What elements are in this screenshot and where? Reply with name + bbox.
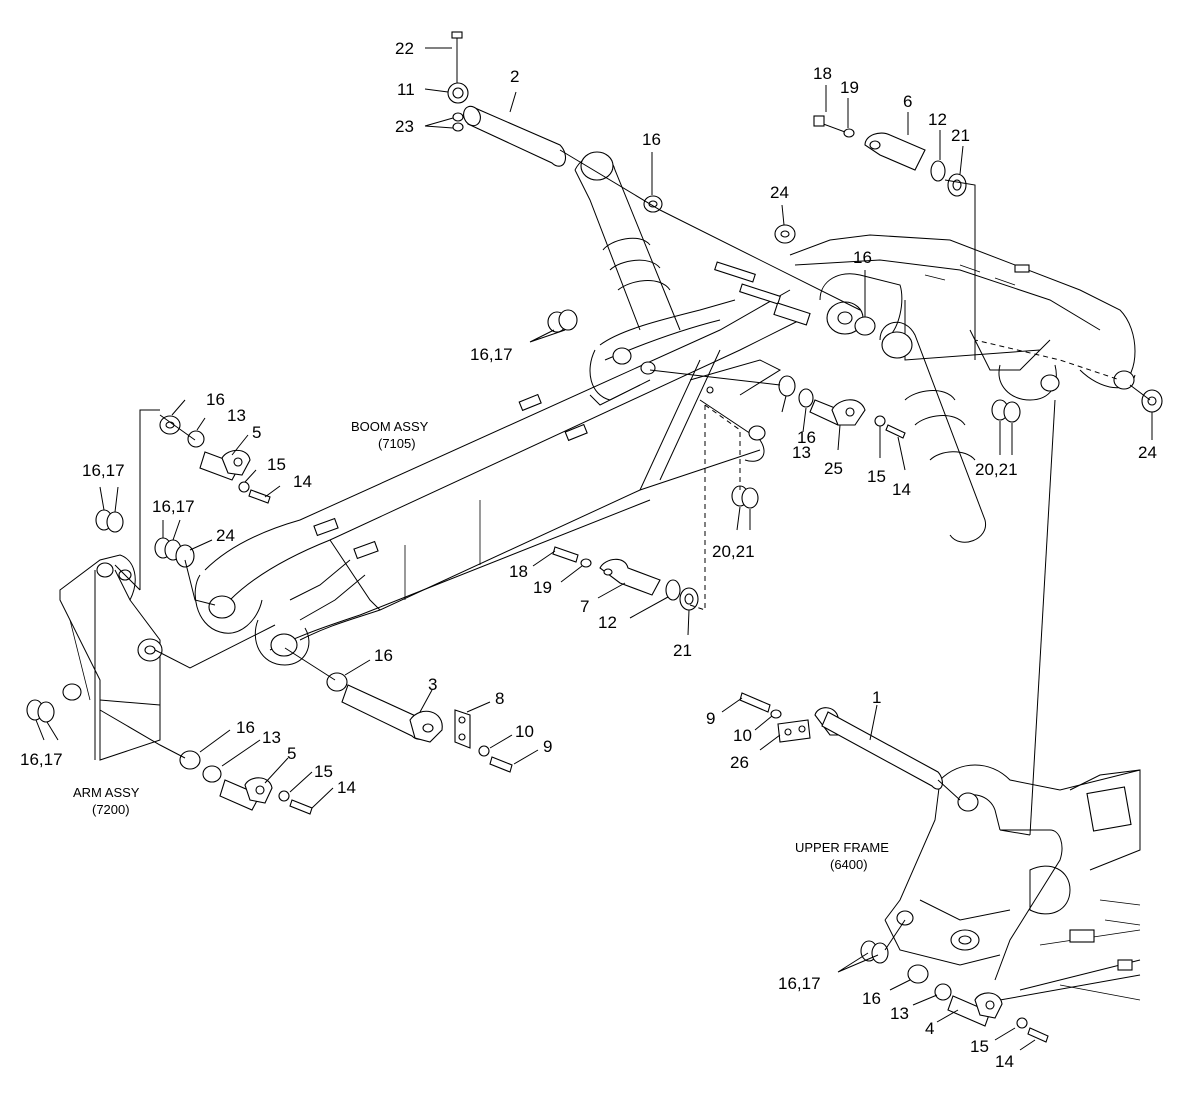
callout-16-17: 16,17 bbox=[20, 750, 63, 769]
leader-lines bbox=[35, 47, 1153, 1051]
callout-5: 5 bbox=[252, 423, 261, 442]
axis-lines bbox=[99, 149, 1151, 951]
callout-12: 12 bbox=[598, 613, 617, 632]
callout-13: 13 bbox=[890, 1004, 909, 1023]
callout-9: 9 bbox=[706, 709, 715, 728]
arm-assy-label: ARM ASSY bbox=[73, 785, 140, 800]
callout-15: 15 bbox=[267, 455, 286, 474]
callout-16: 16 bbox=[206, 390, 225, 409]
boom-assy-label: BOOM ASSY bbox=[351, 419, 429, 434]
callout-24: 24 bbox=[216, 526, 235, 545]
boom-assy-code: (7105) bbox=[378, 436, 416, 451]
callout-15: 15 bbox=[867, 467, 886, 486]
callout-14: 14 bbox=[995, 1052, 1014, 1071]
callout-6: 6 bbox=[903, 92, 912, 111]
callout-5: 5 bbox=[287, 744, 296, 763]
callouts: 22 11 23 2 16 18 19 6 12 21 24 16 16,17 … bbox=[20, 39, 1157, 1071]
callout-7: 7 bbox=[580, 597, 589, 616]
callout-13: 13 bbox=[792, 443, 811, 462]
callout-9: 9 bbox=[543, 737, 552, 756]
callout-14: 14 bbox=[892, 480, 911, 499]
callout-16-17: 16,17 bbox=[82, 461, 125, 480]
callout-8: 8 bbox=[495, 689, 504, 708]
callout-21: 21 bbox=[951, 126, 970, 145]
callout-16-17: 16,17 bbox=[470, 345, 513, 364]
assembly-titles: BOOM ASSY (7105) ARM ASSY (7200) UPPER F… bbox=[73, 419, 889, 872]
callout-4: 4 bbox=[925, 1019, 934, 1038]
upper-frame-drawing bbox=[884, 764, 1141, 1001]
callout-16: 16 bbox=[853, 248, 872, 267]
callout-13: 13 bbox=[262, 728, 281, 747]
callout-16: 16 bbox=[797, 428, 816, 447]
callout-19: 19 bbox=[840, 78, 859, 97]
callout-16-17: 16,17 bbox=[778, 974, 821, 993]
callout-15: 15 bbox=[314, 762, 333, 781]
callout-14: 14 bbox=[293, 472, 312, 491]
callout-26: 26 bbox=[730, 753, 749, 772]
callout-24: 24 bbox=[770, 183, 789, 202]
callout-14: 14 bbox=[337, 778, 356, 797]
callout-16-17: 16,17 bbox=[152, 497, 195, 516]
callout-19: 19 bbox=[533, 578, 552, 597]
callout-20-21: 20,21 bbox=[712, 542, 755, 561]
callout-25: 25 bbox=[824, 459, 843, 478]
callout-22: 22 bbox=[395, 39, 414, 58]
upper-frame-code: (6400) bbox=[830, 857, 868, 872]
callout-15: 15 bbox=[970, 1037, 989, 1056]
callout-10: 10 bbox=[515, 722, 534, 741]
callout-10: 10 bbox=[733, 726, 752, 745]
callout-1: 1 bbox=[872, 688, 881, 707]
callout-12: 12 bbox=[928, 110, 947, 129]
arm-assembly-drawing bbox=[59, 554, 163, 761]
callout-13: 13 bbox=[227, 406, 246, 425]
arm-assy-code: (7200) bbox=[92, 802, 130, 817]
callout-16: 16 bbox=[374, 646, 393, 665]
callout-11: 11 bbox=[397, 80, 415, 99]
callout-18: 18 bbox=[813, 64, 832, 83]
callout-16: 16 bbox=[236, 718, 255, 737]
parts bbox=[26, 31, 1163, 1043]
callout-23: 23 bbox=[395, 117, 414, 136]
callout-16: 16 bbox=[642, 130, 661, 149]
boom-assembly-drawing bbox=[194, 151, 1136, 666]
callout-16: 16 bbox=[862, 989, 881, 1008]
callout-2: 2 bbox=[510, 67, 519, 86]
callout-3: 3 bbox=[428, 675, 437, 694]
upper-frame-label: UPPER FRAME bbox=[795, 840, 889, 855]
callout-20-21: 20,21 bbox=[975, 460, 1018, 479]
callout-21: 21 bbox=[673, 641, 692, 660]
callout-24: 24 bbox=[1138, 443, 1157, 462]
callout-18: 18 bbox=[509, 562, 528, 581]
